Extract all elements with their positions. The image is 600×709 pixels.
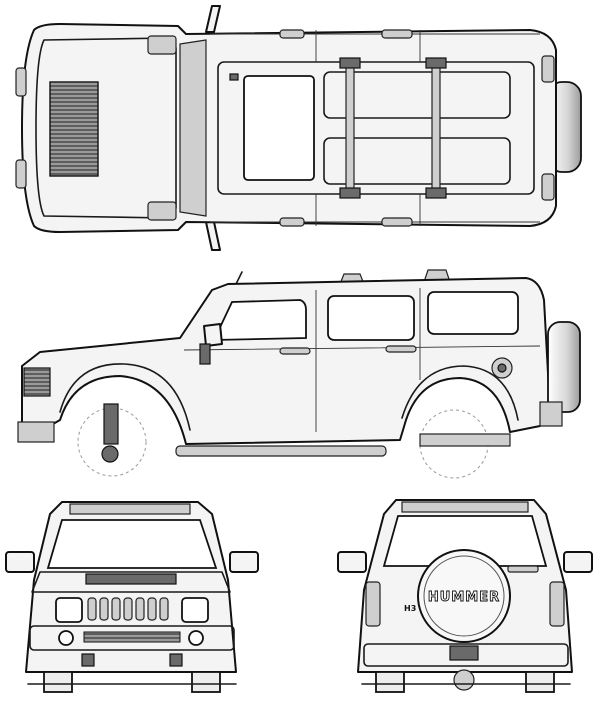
side-mirror-mount [199,343,211,365]
rear-bumper [363,643,569,667]
top-mirror-lower [205,221,221,251]
rear-tire-right [525,671,555,693]
side-handle-front [279,347,311,355]
side-handle-rear [385,345,417,353]
side-fuel-cap-center [497,363,507,373]
front-hood [31,571,231,593]
top-handle-3 [279,217,305,227]
side-front-strut [103,403,119,445]
top-rack-foot-3 [339,187,361,199]
top-handle-1 [279,29,305,39]
rear-tow-ball [453,669,475,691]
top-rack-rail-a [345,59,355,197]
top-rack-foot-1 [339,57,361,69]
front-tire-right [191,671,221,693]
rear-view: HUMMER H3 [337,499,593,693]
front-lower-grille [83,631,181,643]
rear-mirror-right [563,551,593,573]
front-view [5,501,259,693]
front-headlight-left [55,597,83,623]
side-window-rear [327,295,415,341]
rear-tire-left [375,671,405,693]
top-hood-mirror-b [147,201,177,221]
top-hood-vent [49,81,99,177]
rear-mirror-left [337,551,367,573]
side-grille [23,367,51,397]
top-door-lines [210,30,540,226]
side-front-wheel [77,407,147,477]
front-tow-hook-right [169,653,183,667]
rear-window [382,515,548,567]
top-mirror-upper [205,5,221,33]
front-mirror-left [5,551,35,573]
rear-spare-tire [417,549,511,643]
front-grille-slot [87,597,97,621]
front-grille-slot [99,597,109,621]
rear-taillight-left [365,581,381,627]
side-spare-tire [547,321,581,413]
side-rear-bumper [539,401,563,427]
front-headlight-right [181,597,209,623]
top-roof-panel-b [323,137,511,185]
rear-hitch [449,645,479,661]
side-front-hub [101,445,119,463]
top-handle-2 [381,29,413,39]
front-roof-rack [69,503,191,515]
side-front-fender [59,363,191,431]
front-grille-slot [159,597,169,621]
side-mirror [203,323,223,347]
top-antenna [229,73,239,81]
front-grille-slot [147,597,157,621]
front-bumper [29,625,235,651]
top-rack-foot-2 [425,57,447,69]
front-fog-right [188,630,204,646]
top-sunroof [243,75,315,181]
side-antenna [235,271,243,285]
side-view [17,269,581,479]
top-windshield [179,39,207,217]
top-view [15,5,582,251]
top-bumper-left [15,67,27,97]
top-handle-4 [381,217,413,227]
front-grille [87,597,169,621]
front-hood-scoop [85,573,177,585]
side-rear-axle [419,433,511,447]
side-window-cargo [427,291,519,335]
top-rack-rail-b [431,59,441,197]
side-window-front [212,299,307,341]
side-body-outline [21,277,551,445]
front-windshield [46,519,218,569]
front-fog-left [58,630,74,646]
front-grille-slot [111,597,121,621]
top-rear-light-a [541,55,555,83]
rear-roof-rack [401,501,529,513]
side-running-board [175,445,387,457]
rear-model-badge: H3 [404,604,416,613]
rear-spare-tire-inner [423,555,505,637]
top-hood [35,37,177,219]
front-tire-left [43,671,73,693]
top-rear-light-b [541,173,555,201]
front-grille-slot [135,597,145,621]
side-front-bumper [17,421,55,443]
rear-spare-badge: HUMMER [428,590,500,605]
side-rear-fender [401,365,519,421]
front-tow-hook-left [81,653,95,667]
side-door-lines [183,288,541,432]
top-roof-panel-a [323,71,511,119]
front-grille-slot [123,597,133,621]
rear-taillight-right [549,581,565,627]
top-rack-foot-4 [425,187,447,199]
top-roof [217,61,535,195]
front-mirror-right [229,551,259,573]
top-hood-mirror-a [147,35,177,55]
rear-handle [507,565,539,573]
top-bumper-right [15,159,27,189]
